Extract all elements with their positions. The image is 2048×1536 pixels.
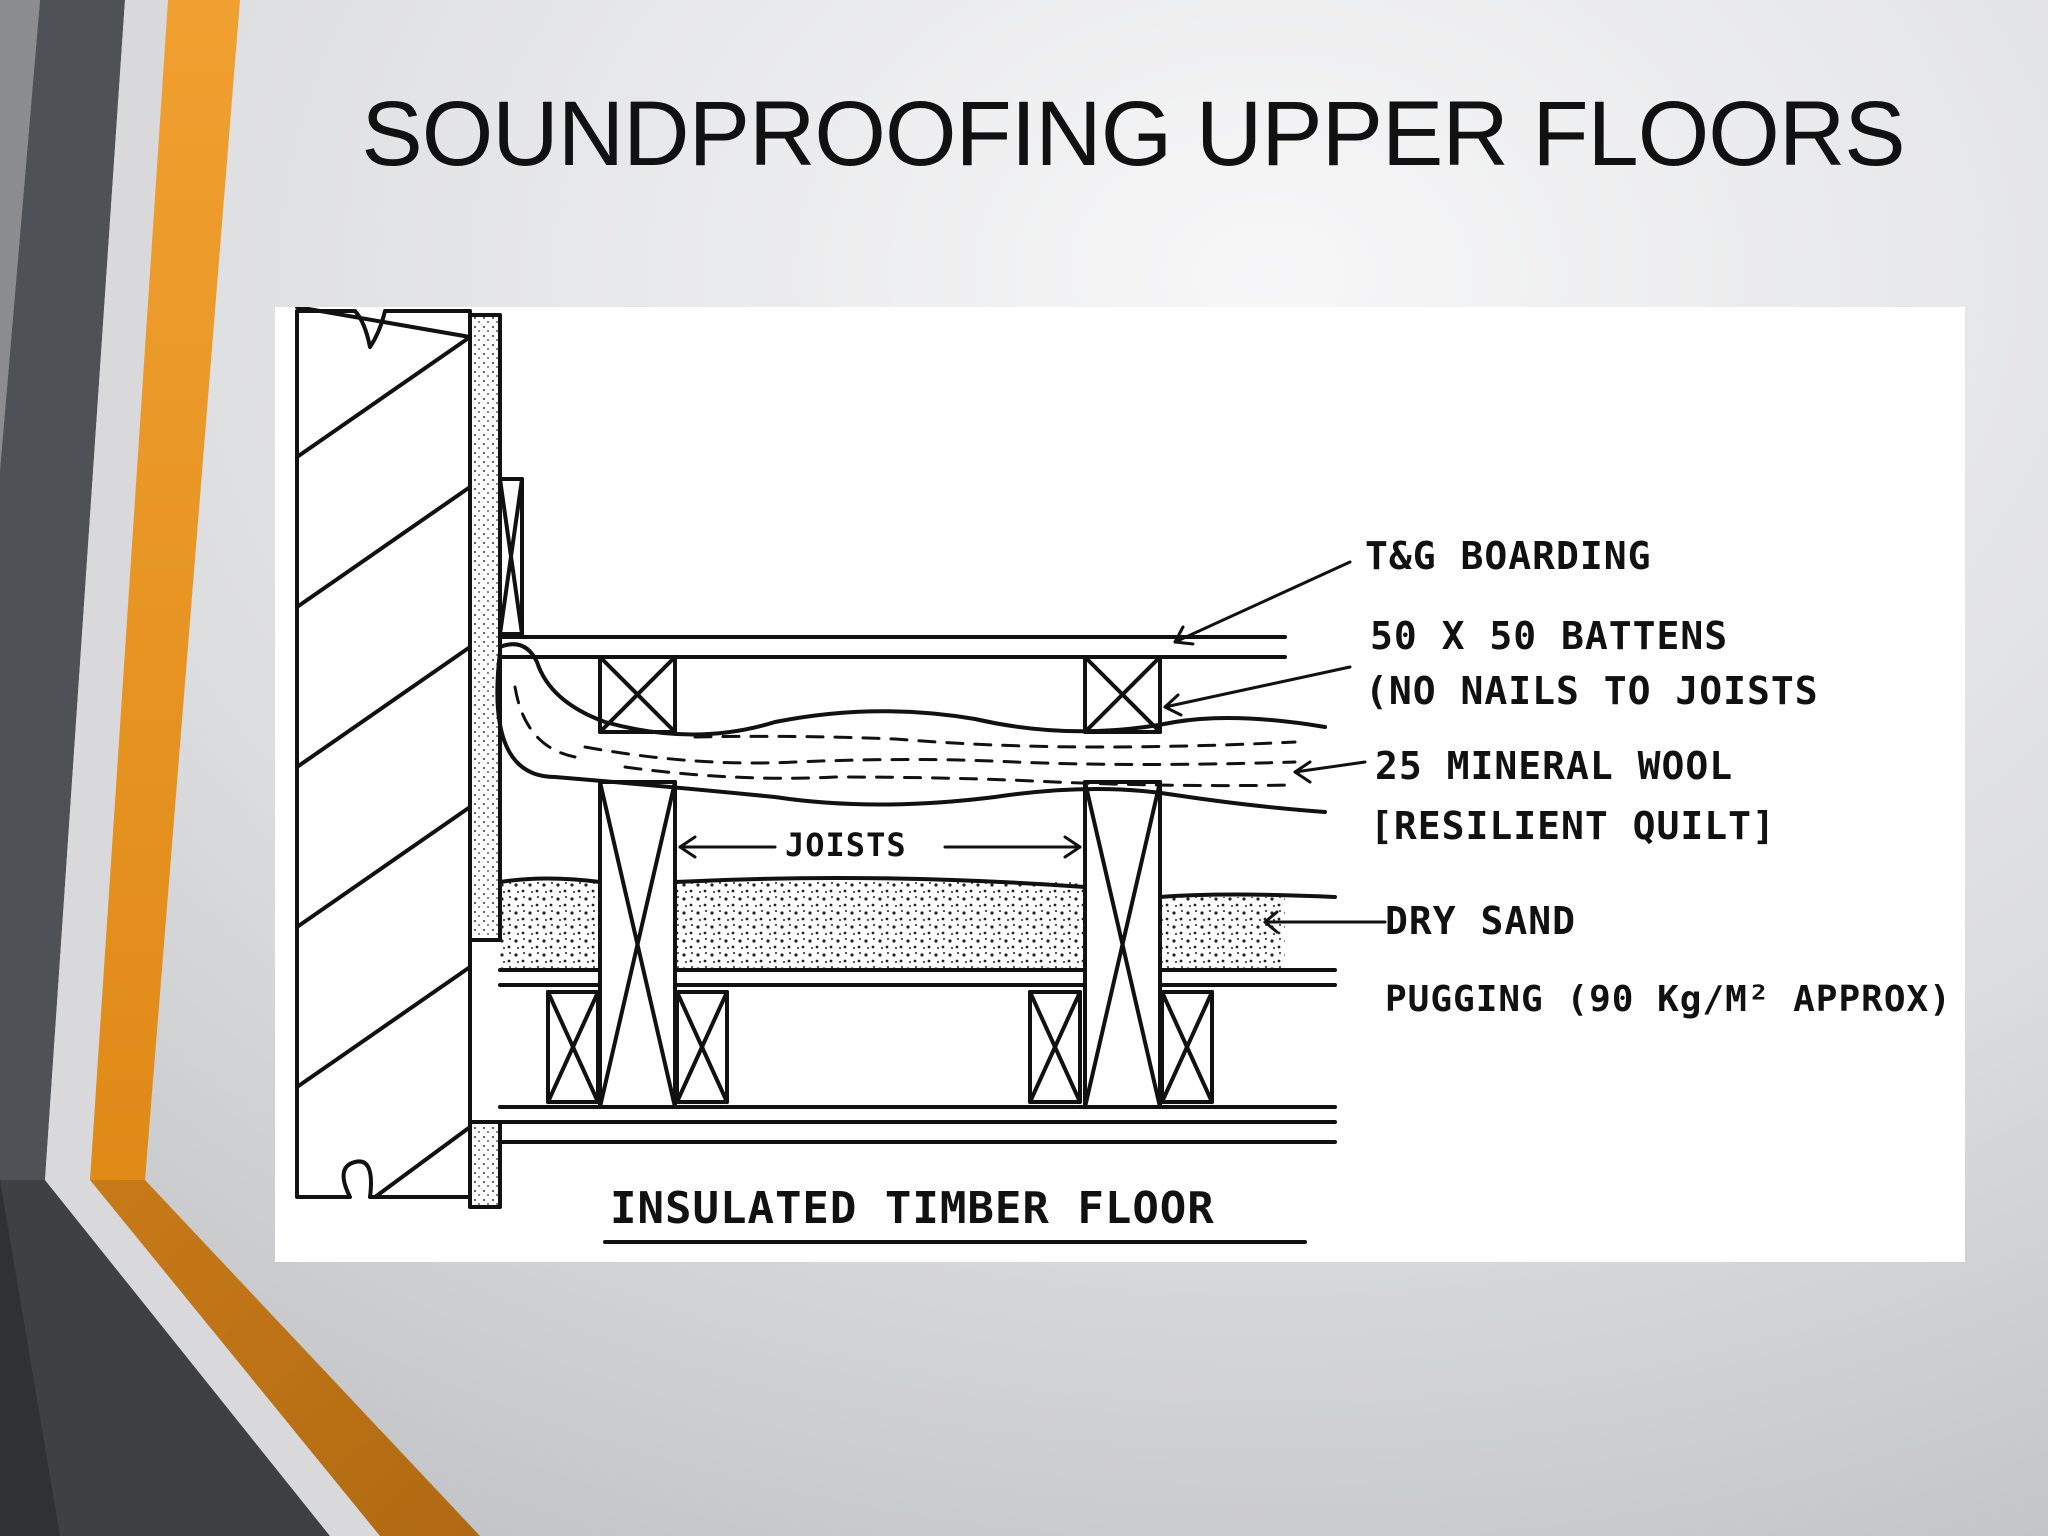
joist-right (1083, 780, 1162, 1109)
floor-section-diagram: T&G BOARDING 50 X 50 BATTENS (NO NAILS T… (275, 307, 1965, 1262)
label-tg-boarding: T&G BOARDING (1365, 534, 1652, 578)
wall-plaster-strip (468, 313, 502, 942)
label-pugging: PUGGING (90 Kg/M² APPROX) (1385, 979, 1952, 1020)
fillet-battens (546, 990, 1214, 1104)
ceiling-boards (498, 1105, 1337, 1144)
stripe-bottom-orange (90, 1180, 480, 1536)
mineral-wool-quilt (495, 642, 1327, 814)
label-joists: JOISTS (785, 826, 907, 864)
batten-right (1083, 655, 1162, 734)
stripe-bottom-corner (0, 1180, 60, 1536)
tg-boarding (498, 635, 1287, 659)
pugging-boards (498, 968, 1337, 987)
floor-section-drawing (295, 307, 1387, 1244)
diagram-caption: INSULATED TIMBER FLOOR (610, 1183, 1215, 1234)
skirting-board (498, 477, 524, 636)
stripe-left-darkgray (0, 0, 125, 1180)
wall-plaster-strip-lower (468, 1120, 502, 1209)
stripe-left-silver (45, 0, 168, 1180)
stripe-left-orange (90, 0, 240, 1180)
joist-left (598, 780, 677, 1109)
brick-wall (295, 307, 472, 1199)
stripe-bottom-dark (0, 1180, 330, 1536)
stripe-bottom-silver (45, 1180, 380, 1536)
label-battens: 50 X 50 BATTENS (1370, 614, 1729, 658)
label-battens-note: (NO NAILS TO JOISTS (1365, 669, 1819, 713)
joists-dimension-arrows (678, 835, 1082, 859)
dry-sand-pugging (498, 876, 1337, 970)
leader-lines (1163, 560, 1387, 934)
batten-left (598, 655, 677, 734)
slide-title: SOUNDPROOFING UPPER FLOORS (361, 83, 1905, 185)
label-mineral-wool: 25 MINERAL WOOL (1375, 744, 1734, 788)
label-resilient-quilt: [RESILIENT QUILT] (1370, 804, 1776, 848)
label-dry-sand: DRY SAND (1385, 899, 1577, 943)
